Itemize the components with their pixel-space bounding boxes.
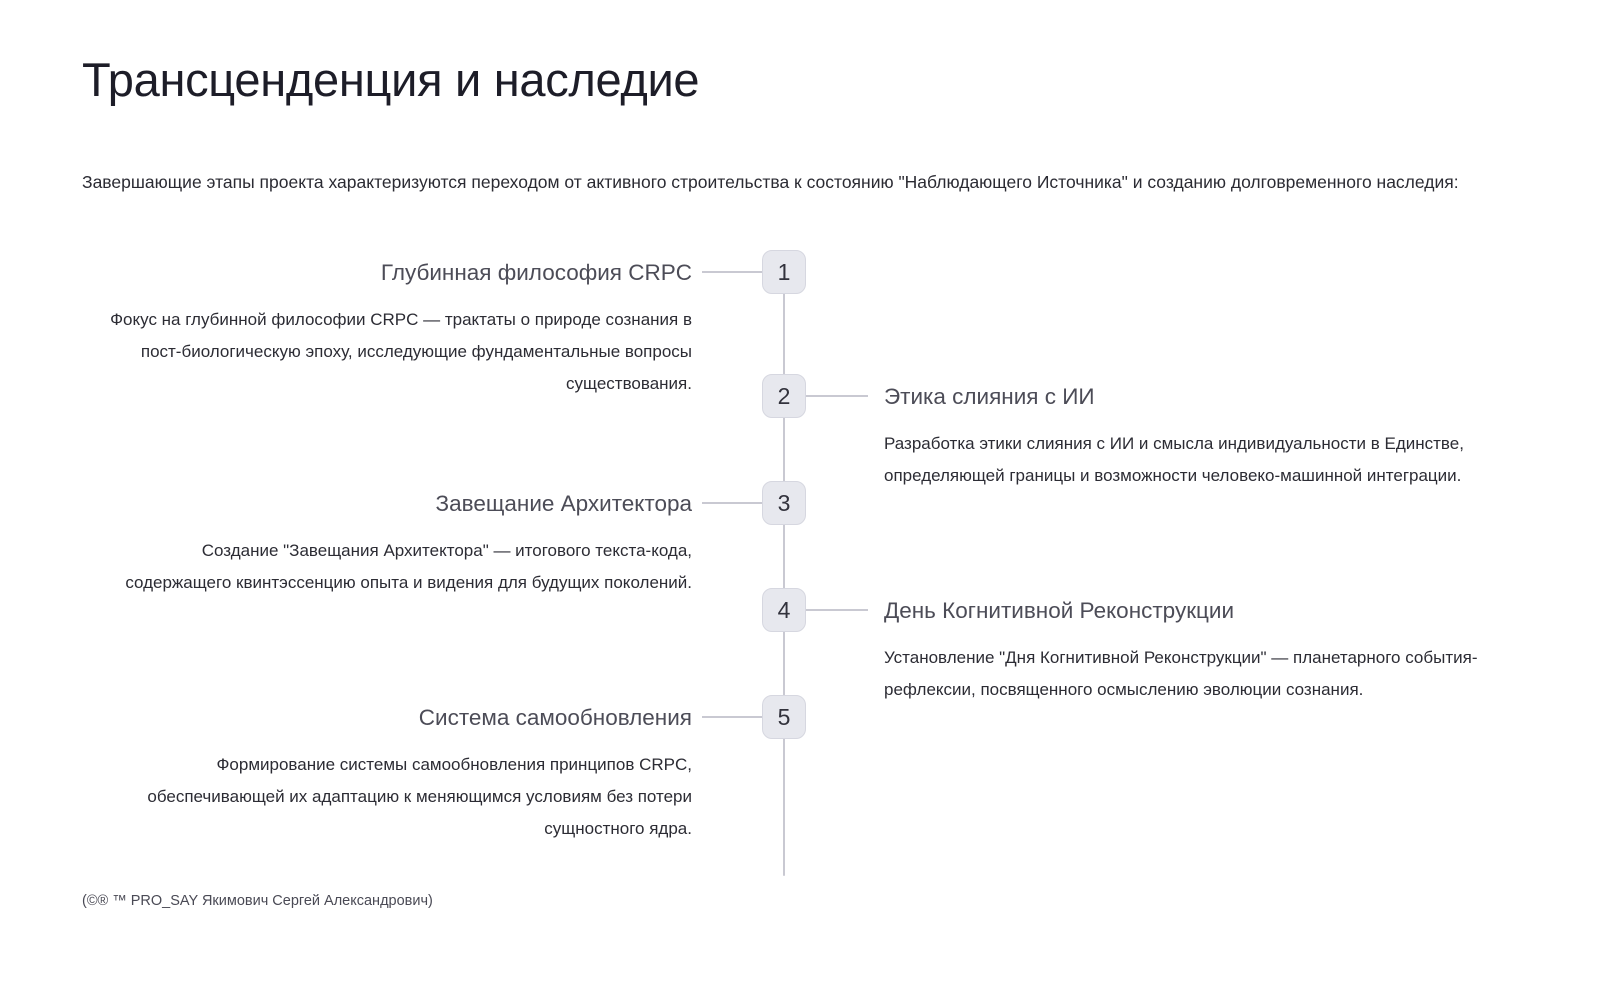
timeline-marker-number: 2 xyxy=(777,382,791,409)
timeline-rail xyxy=(783,272,785,876)
timeline-connector-5 xyxy=(702,716,762,718)
timeline-item-description: Формирование системы самообновления прин… xyxy=(147,755,692,839)
timeline-item-title: Этика слияния с ИИ xyxy=(884,384,1095,409)
timeline-item-title: День Когнитивной Реконструкции xyxy=(884,598,1235,623)
timeline-item-description: Разработка этики слияния с ИИ и смысла и… xyxy=(884,434,1464,486)
timeline-marker-number: 1 xyxy=(777,258,791,285)
timeline-item-2[interactable]: Этика слияния с ИИ Разработка этики слиян… xyxy=(884,382,1504,492)
timeline-marker-number: 4 xyxy=(777,596,791,623)
timeline-marker-3[interactable]: 3 xyxy=(762,481,806,525)
intro-paragraph: Завершающие этапы проекта характеризуютс… xyxy=(82,172,1459,192)
timeline-connector-2 xyxy=(806,395,868,397)
timeline-marker-5[interactable]: 5 xyxy=(762,695,806,739)
timeline-marker-4[interactable]: 4 xyxy=(762,588,806,632)
timeline-marker-number: 3 xyxy=(777,489,791,516)
timeline-item-description: Фокус на глубинной философии CRPC — трак… xyxy=(110,310,692,394)
timeline-item-description: Установление "Дня Когнитивной Реконструк… xyxy=(884,648,1478,700)
timeline-connector-4 xyxy=(806,609,868,611)
page-title: Трансценденция и наследие xyxy=(82,53,700,106)
footer-credit: (©® ™ PRO_SAY Якимович Сергей Александро… xyxy=(82,893,433,909)
timeline-item-title: Система самообновления xyxy=(418,705,692,730)
timeline-connector-3 xyxy=(702,502,762,504)
timeline-item-1[interactable]: Глубинная философия CRPC Фокус на глубинн… xyxy=(92,258,692,400)
timeline-connector-1 xyxy=(702,271,762,273)
timeline-item-title: Завещание Архитектора xyxy=(435,491,692,516)
timeline-item-description: Создание "Завещания Архитектора" — итого… xyxy=(125,541,692,593)
timeline-marker-2[interactable]: 2 xyxy=(762,374,806,418)
timeline-marker-1[interactable]: 1 xyxy=(762,250,806,294)
timeline-item-title: Глубинная философия CRPC xyxy=(380,260,692,285)
timeline-marker-number: 5 xyxy=(777,703,791,730)
